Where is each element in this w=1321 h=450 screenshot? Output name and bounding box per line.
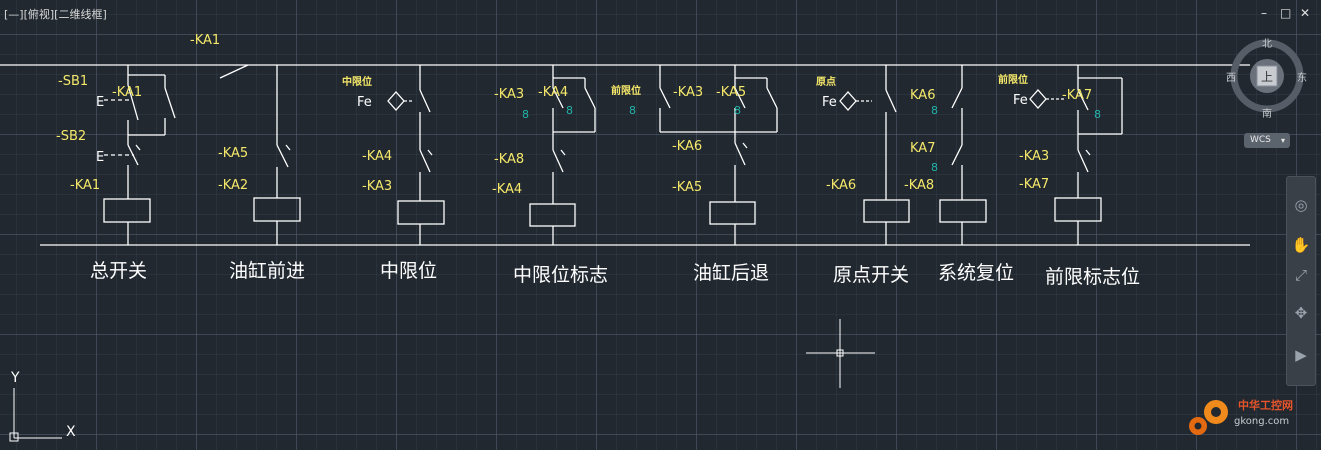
viewcube-icon [1230, 39, 1304, 113]
chevron-down-icon: ▾ [1280, 136, 1285, 145]
svg-text:-KA1: -KA1 [190, 33, 220, 48]
svg-text:-SB1: -SB1 [58, 74, 88, 89]
ucs-icon [9, 388, 62, 442]
caption-system-reset: 系统复位 [938, 262, 1015, 284]
svg-text:-KA1: -KA1 [112, 85, 142, 100]
caption-mid-limit-flag: 中限位标志 [513, 264, 609, 286]
svg-text:KA7: KA7 [910, 141, 935, 156]
minimize-button[interactable]: – [1261, 6, 1267, 20]
svg-text:-KA7: -KA7 [1019, 177, 1049, 192]
svg-text:-SB2: -SB2 [56, 129, 86, 144]
zoom-extents-icon[interactable]: ⤢ [1294, 266, 1307, 284]
restore-button[interactable]: □ [1280, 6, 1292, 20]
svg-text:-KA4: -KA4 [492, 182, 522, 197]
svg-text:Fe: Fe [1013, 93, 1028, 108]
gear-icon [1189, 400, 1228, 435]
navigation-bar: ◎ ✋ ⤢ ✥ ▶ [1286, 176, 1316, 386]
caption-cylinder-forward: 油缸前进 [229, 260, 306, 282]
svg-text:Fe: Fe [357, 95, 372, 110]
pan-hand-icon[interactable]: ✋ [1291, 236, 1311, 254]
svg-text:E: E [96, 150, 104, 165]
svg-text:-KA2: -KA2 [218, 178, 248, 193]
caption-cylinder-back: 油缸后退 [693, 262, 770, 284]
svg-text:东: 东 [1297, 71, 1307, 84]
svg-text:中限位: 中限位 [342, 75, 372, 88]
svg-text:西: 西 [1226, 73, 1236, 84]
svg-text:E: E [96, 95, 104, 110]
wcs-label: WCS [1250, 135, 1271, 145]
svg-text:-KA5: -KA5 [716, 85, 746, 100]
svg-text:原点: 原点 [816, 75, 836, 88]
svg-text:-KA3: -KA3 [362, 179, 392, 194]
svg-text:前限位: 前限位 [611, 84, 641, 97]
svg-text:Fe: Fe [822, 95, 837, 110]
caption-main-switch: 总开关 [90, 260, 148, 282]
svg-text:-KA6: -KA6 [826, 178, 856, 193]
svg-text:-KA7: -KA7 [1062, 88, 1092, 103]
svg-text:-KA3: -KA3 [673, 85, 703, 100]
svg-text:-KA3: -KA3 [1019, 149, 1049, 164]
svg-text:8: 8 [1094, 108, 1101, 121]
svg-text:KA6: KA6 [910, 88, 935, 103]
svg-text:8: 8 [629, 104, 636, 117]
svg-text:-KA5: -KA5 [672, 180, 702, 195]
wcs-dropdown[interactable]: WCS ▾ [1244, 133, 1290, 148]
showmotion-icon[interactable]: ▶ [1295, 346, 1307, 364]
svg-text:8: 8 [522, 108, 529, 121]
svg-text:-KA8: -KA8 [904, 178, 934, 193]
svg-text:-KA3: -KA3 [494, 87, 524, 102]
steering-wheel-icon[interactable]: ◎ [1294, 196, 1308, 214]
svg-text:前限位: 前限位 [998, 73, 1028, 86]
svg-text:8: 8 [734, 104, 741, 117]
svg-text:X: X [66, 424, 76, 440]
svg-text:-KA4: -KA4 [538, 85, 568, 100]
svg-text:-KA4: -KA4 [362, 149, 392, 164]
crosshair-cursor [806, 319, 875, 388]
svg-text:-KA8: -KA8 [494, 152, 524, 167]
svg-text:上: 上 [1261, 70, 1273, 84]
orbit-icon[interactable]: ✥ [1294, 304, 1308, 322]
caption-mid-limit: 中限位 [380, 260, 438, 282]
viewport-label[interactable]: [—][俯视][二维线框] [4, 8, 107, 21]
viewcube[interactable] [1232, 40, 1302, 112]
svg-text:南: 南 [1262, 107, 1272, 120]
svg-text:-KA6: -KA6 [672, 139, 702, 154]
svg-text:8: 8 [931, 161, 938, 174]
svg-text:8: 8 [931, 104, 938, 117]
svg-text:8: 8 [566, 104, 573, 117]
svg-text:北: 北 [1262, 38, 1272, 50]
caption-front-limit-flag: 前限标志位 [1045, 266, 1141, 288]
svg-text:中华工控网: 中华工控网 [1238, 398, 1293, 412]
svg-text:Y: Y [10, 370, 20, 386]
watermark-logo: 中华工控网 gkong.com [1182, 392, 1312, 442]
svg-text:gkong.com: gkong.com [1234, 416, 1289, 427]
svg-text:-KA5: -KA5 [218, 146, 248, 161]
svg-text:-KA1: -KA1 [70, 178, 100, 193]
close-button[interactable]: ✕ [1300, 6, 1311, 20]
caption-origin-switch: 原点开关 [833, 264, 910, 286]
